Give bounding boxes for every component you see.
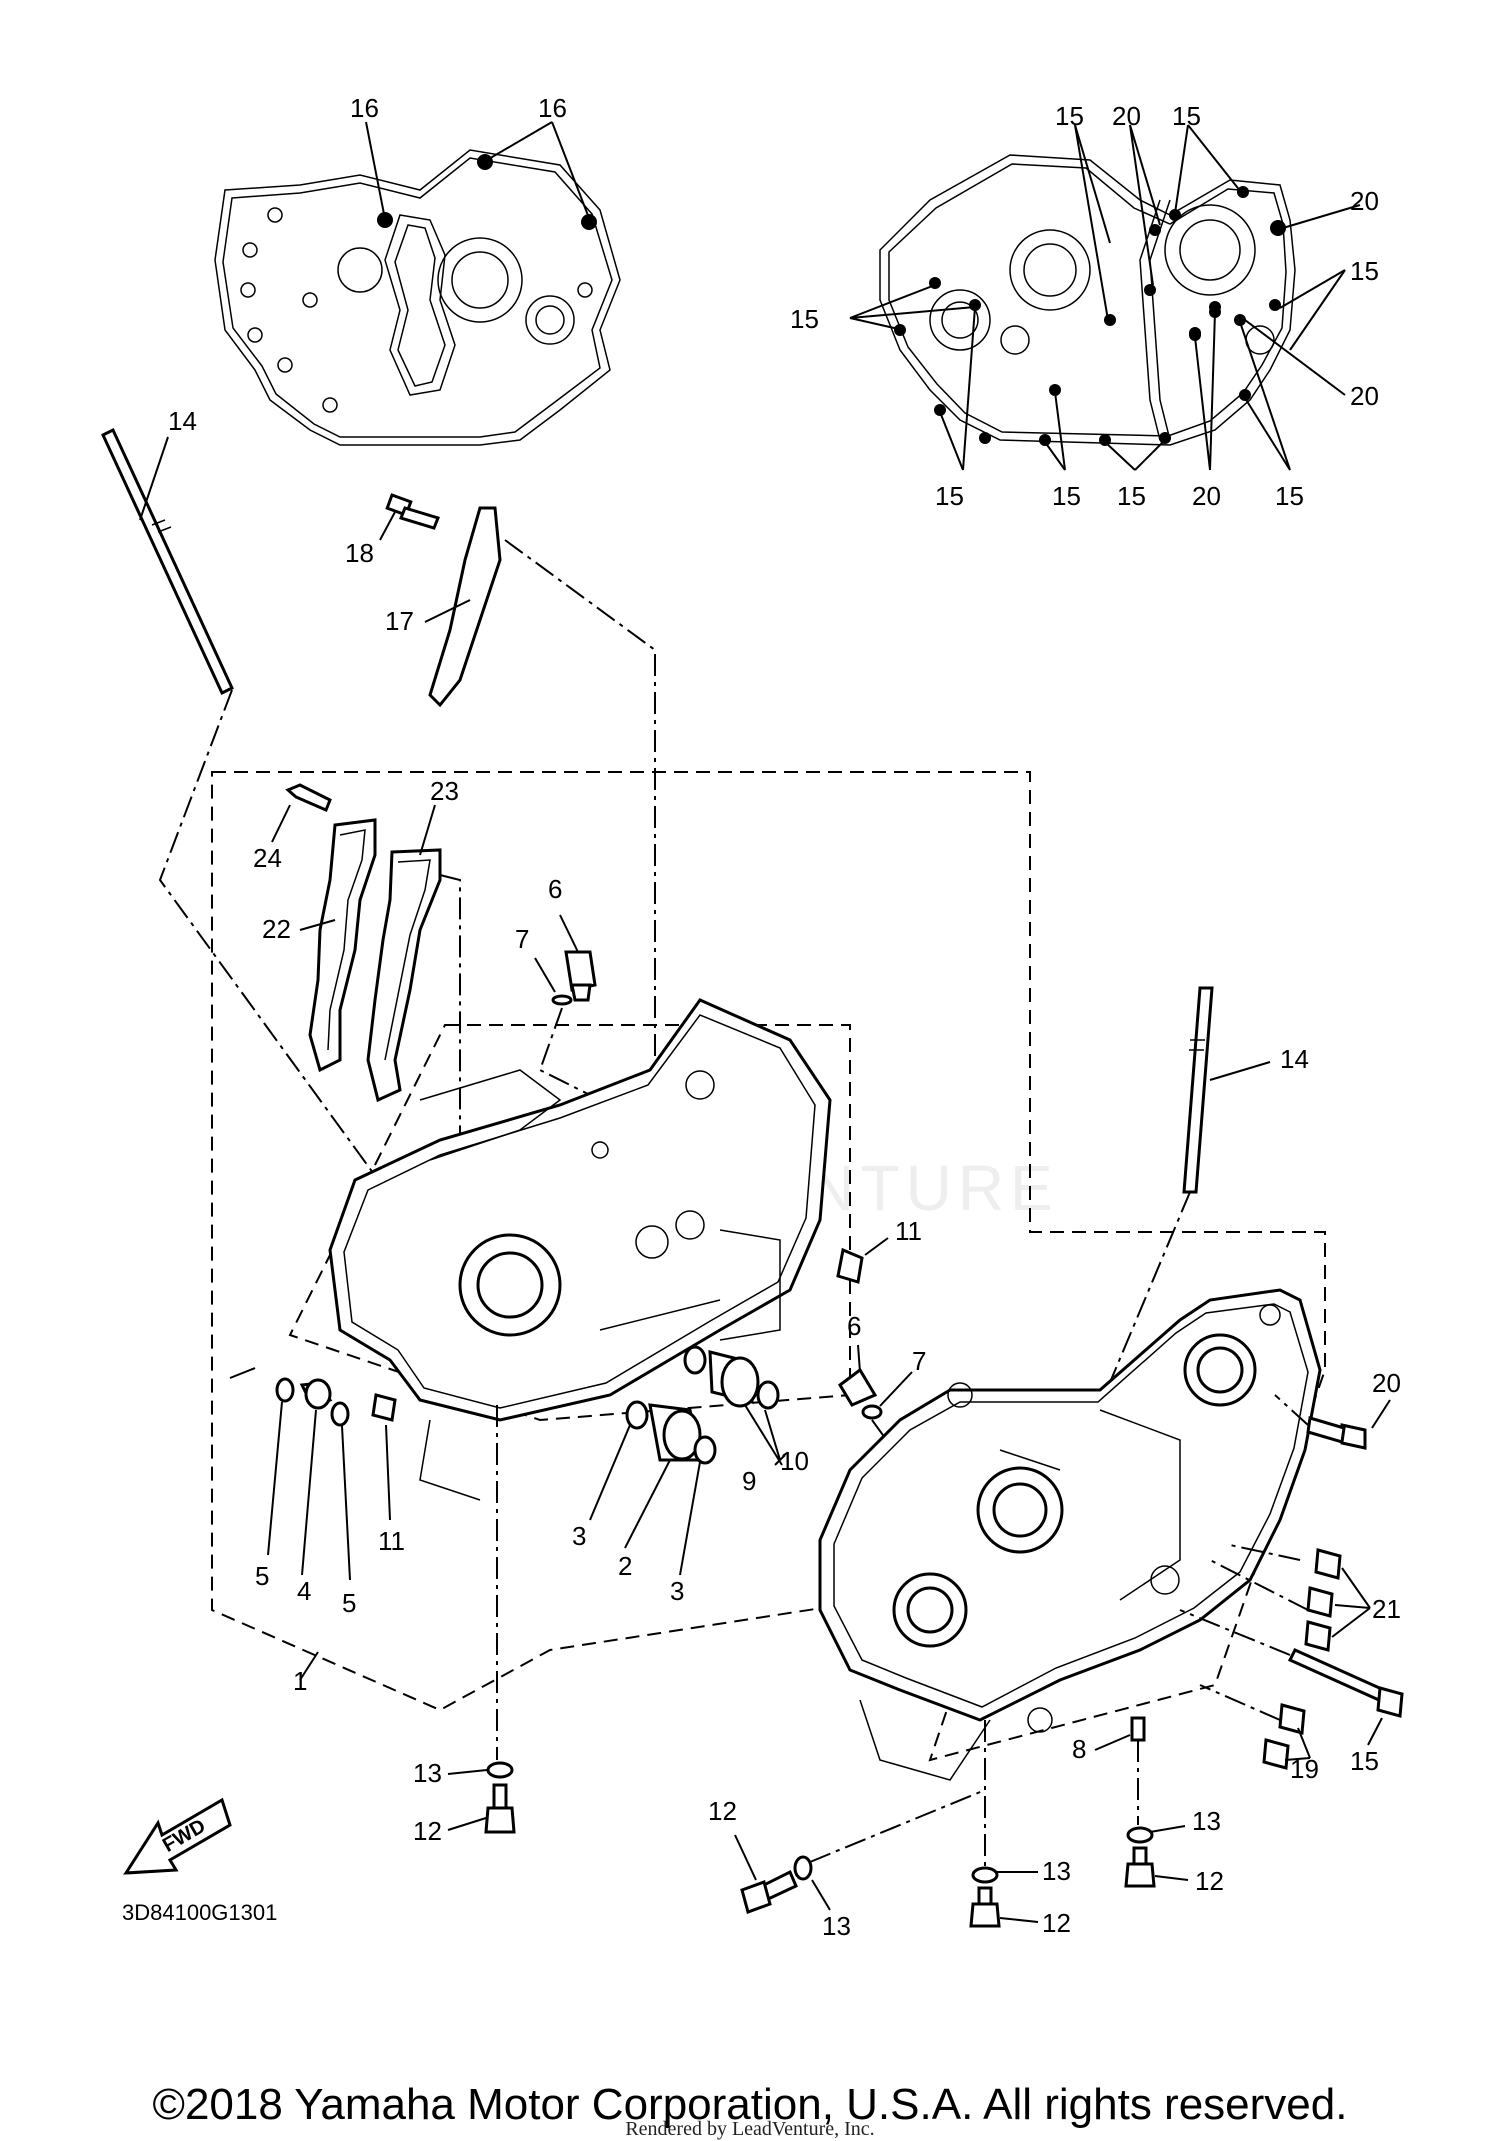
gasket-22 [308,818,377,1073]
callout-20-c: 20 [1350,381,1379,411]
callout-14-right: 14 [1280,1044,1309,1074]
pin-8 [1130,1716,1146,1742]
callout-12-center: 12 [1042,1908,1071,1938]
dowel-21-b [1306,1586,1334,1618]
fwd-arrow-icon: FWD [123,1797,232,1875]
callout-7-left: 7 [515,924,529,954]
bolt-24 [285,783,332,812]
callout-13-angled: 13 [822,1911,851,1941]
washer-13-right [1126,1826,1154,1844]
callout-23: 23 [430,776,459,806]
crankcase-left-half [328,998,832,1501]
callout-1: 1 [293,1666,307,1696]
inner-boundary [288,1024,851,1422]
callout-15-bolt: 15 [1350,1746,1379,1776]
callout-5-a: 5 [255,1561,269,1591]
stud-bolt-14-right [1182,986,1214,1194]
callout-18: 18 [345,538,374,568]
bush-4 [299,1378,333,1410]
o-ring-7-right [861,1404,883,1420]
callout-13-center: 13 [1042,1856,1071,1886]
callout-22: 22 [262,914,291,944]
callout-15-f: 15 [1052,481,1081,511]
callout-19: 19 [1290,1754,1319,1784]
washer-13-left [486,1761,514,1779]
o-ring-3-b [693,1435,717,1465]
plate-17 [428,506,502,708]
callout-17: 17 [385,606,414,636]
callout-15-e: 15 [935,481,964,511]
o-ring-5-a [275,1377,295,1403]
bolt-12-center [969,1886,1001,1928]
o-ring-3-a [625,1400,649,1430]
bolt-12-angled [740,1869,798,1914]
callout-15-d: 15 [790,304,819,334]
callout-13-right: 13 [1192,1806,1221,1836]
top-left-case-outline [214,121,621,446]
callout-6-left: 6 [548,874,562,904]
o-ring-7-left [551,994,573,1006]
dowel-19-a [1278,1703,1306,1735]
washer-13-angled [793,1855,813,1881]
bolt-12-left [484,1783,516,1834]
bolt-18 [385,493,441,530]
stud-bolt-14-left [101,427,234,696]
callout-8: 8 [1072,1734,1086,1764]
rendered-by-credit: Rendered by LeadVenture, Inc. [625,2118,875,2140]
dowel-19-b [1262,1738,1290,1770]
bolt-20-right [1306,1416,1367,1450]
callout-2: 2 [618,1551,632,1581]
dowel-21-c [1304,1620,1332,1652]
bolt-15 [1287,1648,1404,1718]
callout-20-d: 20 [1192,481,1221,511]
callout-15-b: 15 [1172,101,1201,131]
sensor-6-left [564,950,597,1002]
callout-3-b: 3 [670,1576,684,1606]
callout-12-angled: 12 [708,1796,737,1826]
callout-9: 9 [742,1466,756,1496]
dowel-21-a [1314,1548,1342,1580]
callout-14-left: 14 [168,406,197,436]
top-right-case-outline [849,124,1361,471]
o-ring-10-b [756,1380,780,1410]
callout-12-left: 12 [413,1816,442,1846]
sensor-6-right [838,1367,878,1407]
callout-4: 4 [297,1576,311,1606]
callout-10: 10 [780,1446,809,1476]
callout-15-c: 15 [1350,256,1379,286]
callout-24: 24 [253,843,282,873]
crankcase-right-half [818,1288,1322,1781]
washer-13-center [971,1866,999,1884]
diagram-part-code: 3D84100G1301 [122,1900,278,1925]
callout-20-b: 20 [1350,186,1379,216]
gasket-23 [366,848,442,1103]
bush-9 [708,1350,760,1408]
callout-7-right: 7 [912,1346,926,1376]
o-ring-10-a [683,1345,707,1375]
callout-15-h: 15 [1275,481,1304,511]
bolt-12-right [1124,1846,1156,1888]
callout-13-left: 13 [413,1758,442,1788]
callout-15-a: 15 [1055,101,1084,131]
callout-12-right: 12 [1195,1866,1224,1896]
bush-2 [648,1403,702,1462]
copyright-notice: ©2018 Yamaha Motor Corporation, U.S.A. A… [152,2080,1348,2129]
callout-11-left: 11 [378,1526,405,1556]
dowel-11-right [836,1247,864,1284]
callout-6-right: 6 [847,1311,861,1341]
assembly-1-boundary [211,771,1326,1762]
callout-11-right: 11 [895,1216,922,1246]
callout-5-b: 5 [342,1588,356,1618]
callout-20-right: 20 [1372,1368,1401,1398]
callout-15-g: 15 [1117,481,1146,511]
dowel-11-left [371,1393,397,1422]
o-ring-5-b [330,1401,350,1427]
callout-16-top-b: 16 [538,93,567,123]
callout-20-a: 20 [1112,101,1141,131]
callout-16-top-a: 16 [350,93,379,123]
callout-3-a: 3 [572,1521,586,1551]
callout-21: 21 [1372,1594,1401,1624]
